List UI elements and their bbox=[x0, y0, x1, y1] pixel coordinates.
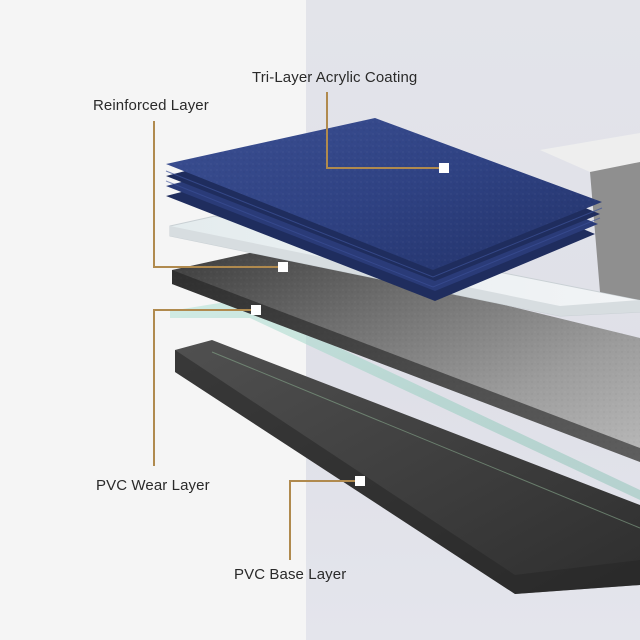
callout-markers bbox=[251, 163, 449, 486]
pvc-base-layer bbox=[175, 340, 640, 594]
leader-pvc-wear bbox=[153, 309, 256, 466]
leader-lines bbox=[153, 92, 444, 560]
marker-pvc-base bbox=[355, 476, 365, 486]
callout-pvc-wear-layer: PVC Wear Layer bbox=[96, 477, 210, 494]
pvc-wear-layer bbox=[172, 248, 640, 462]
callout-reinforced-layer: Reinforced Layer bbox=[93, 97, 209, 114]
leader-reinforced bbox=[153, 121, 283, 268]
marker-tri-layer bbox=[439, 163, 449, 173]
callout-tri-layer-acrylic-coating: Tri-Layer Acrylic Coating bbox=[252, 69, 418, 86]
marker-pvc-wear bbox=[251, 305, 261, 315]
marker-reinforced bbox=[278, 262, 288, 272]
tri-layer-acrylic-coating bbox=[165, 118, 603, 301]
floor-surface bbox=[540, 133, 640, 300]
callout-pvc-base-layer: PVC Base Layer bbox=[234, 566, 347, 583]
leader-tri-layer bbox=[326, 92, 444, 169]
leader-pvc-base bbox=[289, 480, 360, 560]
